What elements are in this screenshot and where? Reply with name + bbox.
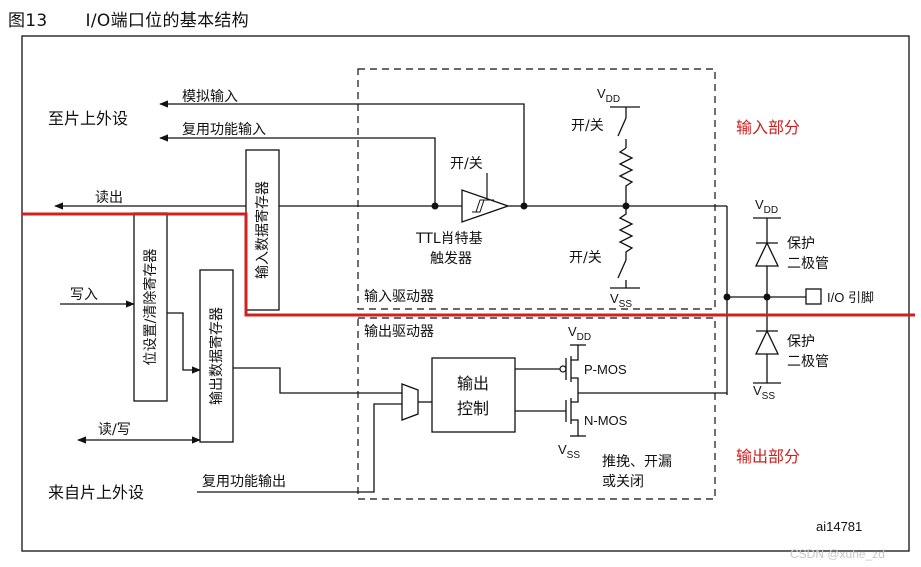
schmitt-switch-label: 开/关 bbox=[450, 156, 483, 172]
junction-dot bbox=[431, 202, 439, 210]
figure-number: 图13 bbox=[8, 11, 48, 31]
figure-ref-id: ai14781 bbox=[816, 519, 862, 534]
output-control-label-1: 输出 bbox=[457, 374, 489, 393]
protection-vdd-label: VDD bbox=[755, 197, 778, 216]
output-mode-label-2: 或关闭 bbox=[602, 474, 644, 490]
pull-down-switch-label: 开/关 bbox=[569, 250, 602, 266]
read-write-label: 读/写 bbox=[98, 421, 131, 438]
input-vss-label: VSS bbox=[610, 291, 632, 310]
top-diode-label-2: 二极管 bbox=[787, 256, 829, 272]
output-part-label: 输出部分 bbox=[736, 447, 800, 466]
pmos-drain bbox=[571, 377, 579, 393]
input-data-register bbox=[245, 149, 280, 311]
input-driver-box bbox=[357, 68, 716, 310]
outer-frame bbox=[21, 35, 910, 552]
figure-title: 图13 I/O端口位的基本结构 bbox=[8, 6, 249, 31]
output-mux bbox=[401, 383, 419, 421]
alt-func-output-label: 复用功能输出 bbox=[202, 473, 286, 490]
output-control-label-2: 控制 bbox=[457, 399, 489, 418]
pull-down-resistor bbox=[618, 206, 634, 260]
input-vdd-label: VDD bbox=[597, 86, 620, 105]
pull-down-switch bbox=[617, 259, 627, 279]
bottom-protection-diode bbox=[754, 329, 780, 355]
alt-func-input-line bbox=[159, 134, 436, 206]
bottom-diode-label-2: 二极管 bbox=[787, 354, 829, 370]
from-peripheral-label: 来自片上外设 bbox=[48, 483, 144, 502]
top-protection-diode bbox=[754, 241, 780, 267]
output-data-register bbox=[199, 269, 234, 443]
output-driver-label: 输出驱动器 bbox=[364, 324, 434, 340]
write-label: 写入 bbox=[70, 287, 98, 303]
nmos-drain bbox=[571, 393, 579, 403]
output-mode-label-1: 推挽、开漏 bbox=[602, 454, 672, 470]
pull-up-switch-label: 开/关 bbox=[571, 118, 604, 134]
output-data-register-label: 输出数据寄存器 bbox=[208, 307, 225, 405]
output-control-box bbox=[431, 357, 516, 433]
bit-set-reset-register-label: 位设置/清除寄存器 bbox=[142, 249, 159, 366]
odr-to-mux-line bbox=[233, 367, 402, 394]
io-pin-label: I/O 引脚 bbox=[827, 290, 874, 305]
alt-func-input-label: 复用功能输入 bbox=[182, 121, 266, 138]
read-label: 读出 bbox=[95, 189, 123, 206]
analog-input-label: 模拟输入 bbox=[182, 89, 238, 105]
analog-input-line bbox=[159, 100, 525, 206]
pmos-label: P-MOS bbox=[584, 362, 627, 377]
pmos-source bbox=[571, 345, 579, 361]
to-peripheral-label: 至片上外设 bbox=[48, 109, 128, 128]
schmitt-label-2: 触发器 bbox=[430, 251, 472, 267]
watermark: CSDN @xuhe_zd bbox=[790, 547, 885, 561]
pull-up-switch bbox=[617, 117, 627, 137]
pmos-gate-bubble bbox=[559, 365, 567, 373]
junction-dot bbox=[723, 293, 731, 301]
input-data-register-label: 输入数据寄存器 bbox=[254, 181, 271, 279]
input-driver-label: 输入驱动器 bbox=[364, 289, 434, 305]
pull-up-resistor bbox=[618, 147, 634, 206]
schmitt-trigger bbox=[461, 189, 510, 223]
figure-caption: I/O端口位的基本结构 bbox=[85, 11, 249, 31]
bottom-diode-label-1: 保护 bbox=[787, 334, 815, 350]
junction-dot bbox=[622, 202, 630, 210]
input-part-label: 输入部分 bbox=[736, 118, 800, 137]
top-diode-label-1: 保护 bbox=[787, 236, 815, 252]
junction-dot bbox=[763, 293, 771, 301]
alt-func-output-line bbox=[360, 403, 402, 493]
input-output-divider bbox=[22, 212, 915, 317]
output-vss-label: VSS bbox=[558, 442, 580, 461]
output-vdd-label: VDD bbox=[568, 324, 591, 343]
io-pin-pad bbox=[805, 288, 822, 305]
schmitt-label-1: TTL肖特基 bbox=[415, 230, 483, 247]
output-driver-box bbox=[357, 317, 716, 500]
nmos-label: N-MOS bbox=[584, 413, 628, 428]
junction-dot bbox=[520, 202, 528, 210]
nmos-source bbox=[571, 419, 579, 436]
protection-vss-label: VSS bbox=[753, 383, 775, 402]
hysteresis-icon bbox=[472, 199, 494, 213]
bsrr-to-odr-line bbox=[167, 312, 201, 374]
